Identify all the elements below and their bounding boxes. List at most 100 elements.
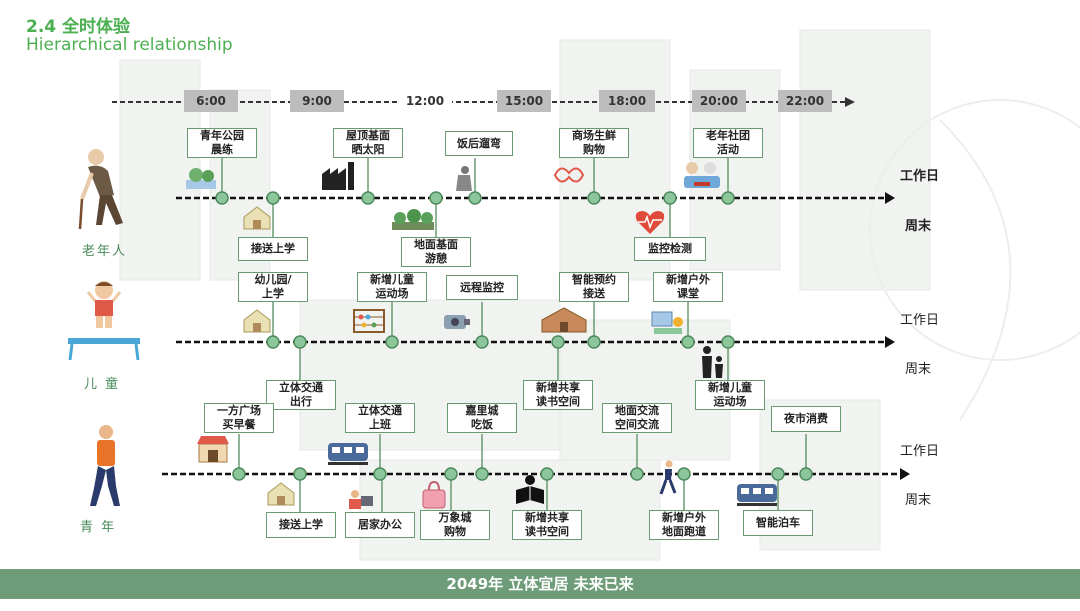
timeline-node [444,467,458,481]
time-tick: 15:00 [497,90,551,112]
reading-person-icon [516,475,544,504]
time-tick: 22:00 [778,90,832,112]
activity-box: 饭后遛弯 [445,131,513,156]
children-timeline [176,302,895,380]
activity-box: 远程监控 [446,275,518,300]
weekend-label: 周末 [905,219,932,234]
heart-monitor-icon [635,211,665,234]
workday-label: 工作日 [900,313,940,328]
factory-rooftop-icon [322,162,354,190]
activity-box: 新增户外 课堂 [653,272,723,302]
timeline-node [630,467,644,481]
time-tick: 12:00 [398,90,452,112]
activity-box: 居家办公 [345,512,415,538]
group-label-elderly: 老年人 [82,244,128,259]
timeline-node [681,335,695,349]
activity-box: 立体交通 上班 [345,403,415,433]
abacus-icon [353,309,385,333]
school-building-icon [541,307,587,333]
activity-box: 智能预约 接送 [559,272,629,302]
timeline-node [266,191,280,205]
timeline-node [232,467,246,481]
activity-box: 新增儿童 运动场 [695,380,765,410]
activity-box: 夜市消费 [771,406,841,432]
activity-box: 幼儿园/ 上学 [238,272,308,302]
activity-box: 新增共享 读书空间 [523,380,593,410]
breakfast-shop-icon [197,436,229,463]
workday-label: 工作日 [900,169,940,184]
home-office-icon [349,490,373,509]
activity-box: 监控检测 [634,237,706,261]
activity-box: 智能泊车 [743,510,813,536]
school-icon [267,482,295,506]
smart-parking-icon [737,484,777,506]
plaza-icon [392,209,434,230]
timeline-node [799,467,813,481]
activity-box: 立体交通 出行 [266,380,336,410]
activity-box: 嘉里城 吃饭 [447,403,517,433]
activity-box: 商场生鲜 购物 [559,128,629,158]
weekend-label: 周末 [905,362,932,377]
kindergarten-icon [243,309,271,333]
section-title: 2.4 全时体验 [26,17,131,37]
timeline-node [373,467,387,481]
group-label-youth: 青 年 [80,520,117,535]
activity-box: 地面基面 游憩 [401,237,471,267]
walking-person-icon [456,166,472,191]
activity-box: 青年公园 晨练 [187,128,257,158]
timeline-node [468,191,482,205]
activity-box: 接送上学 [266,512,336,538]
youth-timeline [162,434,910,512]
timeline-node [215,191,229,205]
timeline-node [677,467,691,481]
outdoor-classroom-icon [651,311,683,334]
weekend-label: 周末 [905,493,932,508]
elderly-timeline [176,158,895,238]
group-label-children: 儿 童 [84,377,121,392]
timeline-node [429,191,443,205]
activity-box: 接送上学 [238,237,308,261]
elderly-club-icon [684,162,720,188]
footer-banner: 2049年 立体宜居 未来已来 [0,569,1080,599]
activity-box: 一方广场 买早餐 [204,403,274,433]
seafood-icon [553,167,585,183]
camera-monitor-icon [444,315,470,329]
workday-label: 工作日 [900,444,940,459]
activity-box: 地面交流 空间交流 [602,403,672,433]
timeline-node [293,335,307,349]
time-tick: 6:00 [184,90,238,112]
park-icon [186,168,216,189]
activity-box: 新增儿童 运动场 [357,272,427,302]
parent-child-icon [702,346,723,378]
timeline-node [293,467,307,481]
timeline-node [721,335,735,349]
time-tick: 9:00 [290,90,344,112]
timeline-node [663,191,677,205]
child-on-trampoline-icon [68,281,140,361]
timeline-node [475,335,489,349]
activity-box: 万象城 购物 [420,510,490,540]
elderly-person-icon [78,149,123,230]
train-icon [328,443,368,465]
timeline-node [587,191,601,205]
activity-box: 老年社团 活动 [693,128,763,158]
activity-box: 屋顶基面 晒太阳 [333,128,403,158]
timeline-node [721,191,735,205]
timeline-node [540,467,554,481]
activity-box: 新增户外 地面跑道 [649,510,719,540]
shopping-bag-icon [422,480,446,509]
time-tick: 18:00 [599,90,655,112]
runner-icon [659,460,677,495]
timeline-node [587,335,601,349]
timeline-node [385,335,399,349]
timeline-node [361,191,375,205]
time-tick: 20:00 [692,90,746,112]
young-person-walking-icon [90,425,120,506]
section-subtitle: Hierarchical relationship [26,35,233,55]
timeline-node [266,335,280,349]
activity-box: 新增共享 读书空间 [512,510,582,540]
timeline-node [475,467,489,481]
school-icon [243,206,271,230]
timeline-node [551,335,565,349]
timeline-node [771,467,785,481]
